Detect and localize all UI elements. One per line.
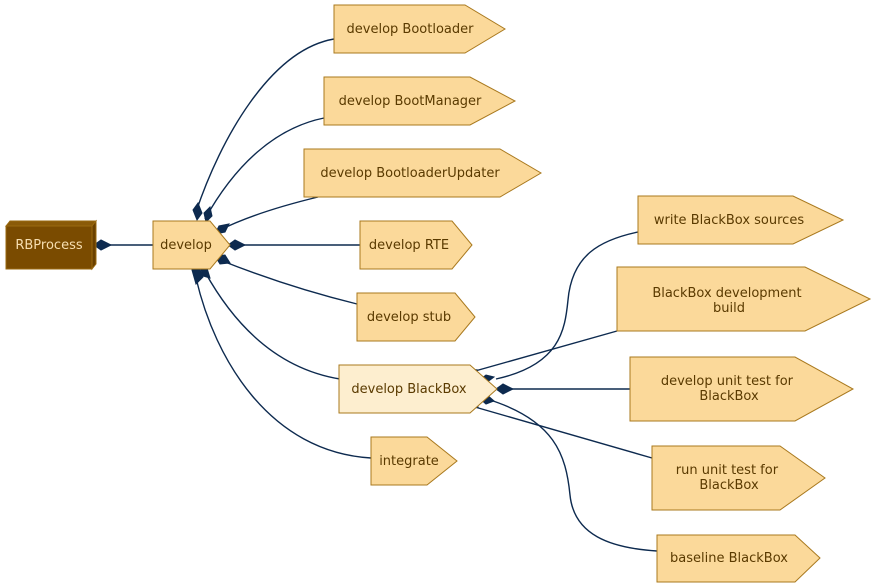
develop-bootloaderupdater-shape (303, 148, 542, 198)
edge-blackbox-run-unit-test (467, 404, 653, 459)
develop-unit-test-blackbox-shape (629, 356, 855, 422)
develop-unit-test-blackbox-label: develop unit test for BlackBox (661, 374, 797, 404)
diamond-rbprocess (93, 239, 113, 251)
edge-blackbox-baseline (486, 398, 658, 552)
baseline-blackbox-label: baseline BlackBox (670, 551, 788, 566)
blackbox-development-build-shape (616, 266, 872, 332)
blackbox-development-build-label: BlackBox development build (652, 286, 805, 316)
node-develop-rte[interactable]: develop RTE (359, 220, 473, 270)
develop-label: develop (160, 238, 212, 253)
edge-develop-integrate (195, 277, 372, 459)
develop-bootmanager-shape (323, 76, 517, 126)
edge-develop-bootloader (195, 38, 335, 213)
write-blackbox-sources-shape (637, 195, 845, 245)
rbprocess-box-side (91, 219, 97, 271)
edge-develop-bootmanager (204, 117, 325, 220)
node-run-unit-test-blackbox[interactable]: run unit test for BlackBox (651, 445, 826, 511)
develop-stub-shape (356, 292, 476, 342)
develop-rte-shape (359, 220, 473, 270)
node-blackbox-development-build[interactable]: BlackBox development build (616, 266, 872, 332)
develop-bootloader-label: develop Bootloader (347, 22, 475, 37)
edge-develop-stub (219, 259, 358, 305)
edge-develop-blackbox (204, 271, 341, 380)
node-develop-bootmanager[interactable]: develop BootManager (323, 76, 517, 126)
develop-bootloaderupdater-label: develop BootloaderUpdater (320, 166, 500, 181)
run-unit-test-blackbox-line-1: run unit test for (676, 463, 779, 478)
edges (98, 38, 658, 552)
rbprocess-label: RBProcess (15, 238, 82, 253)
develop-blackbox-shape (338, 364, 498, 414)
node-write-blackbox-sources[interactable]: write BlackBox sources (637, 195, 845, 245)
edge-blackbox-dev-build (467, 330, 618, 374)
rbprocess-box-front (5, 225, 93, 270)
node-baseline-blackbox[interactable]: baseline BlackBox (656, 534, 821, 583)
write-blackbox-sources-label: write BlackBox sources (654, 213, 804, 228)
node-integrate[interactable]: integrate (370, 436, 458, 486)
node-develop-bootloader[interactable]: develop Bootloader (333, 4, 506, 54)
rbprocess-box-top (4, 220, 98, 227)
run-unit-test-blackbox-shape (651, 445, 826, 511)
develop-unit-test-blackbox-line-2: BlackBox (699, 389, 759, 404)
develop-shape (152, 220, 231, 270)
run-unit-test-blackbox-label: run unit test for BlackBox (676, 463, 782, 493)
run-unit-test-blackbox-line-2: BlackBox (699, 478, 759, 493)
edge-blackbox-write-sources (495, 231, 639, 380)
integrate-label: integrate (379, 454, 439, 469)
develop-rte-label: develop RTE (369, 238, 449, 253)
develop-blackbox-label: develop BlackBox (351, 382, 467, 397)
develop-bootloader-shape (333, 4, 506, 54)
blackbox-development-build-line-1: BlackBox development (652, 286, 801, 301)
node-develop-stub[interactable]: develop stub (356, 292, 476, 342)
blackbox-development-build-line-2: build (713, 301, 745, 316)
develop-unit-test-blackbox-line-1: develop unit test for (661, 374, 794, 389)
diamond-blackbox-unittest (495, 383, 515, 395)
node-develop-blackbox[interactable]: develop BlackBox (338, 364, 498, 414)
integrate-shape (370, 436, 458, 486)
node-develop-bootloaderupdater[interactable]: develop BootloaderUpdater (303, 148, 542, 198)
node-develop-unit-test-blackbox[interactable]: develop unit test for BlackBox (629, 356, 855, 422)
develop-bootmanager-label: develop BootManager (339, 94, 482, 109)
node-develop[interactable]: develop (152, 220, 231, 270)
diamond-develop-bootloader (192, 201, 203, 222)
diamond-develop-rte (227, 239, 247, 251)
develop-stub-label: develop stub (367, 310, 451, 325)
baseline-blackbox-shape (656, 534, 821, 583)
node-rbprocess[interactable]: RBProcess (4, 219, 98, 271)
diamond-develop-bootmanager (203, 206, 213, 223)
edge-develop-bootloaderupdater (219, 196, 319, 231)
